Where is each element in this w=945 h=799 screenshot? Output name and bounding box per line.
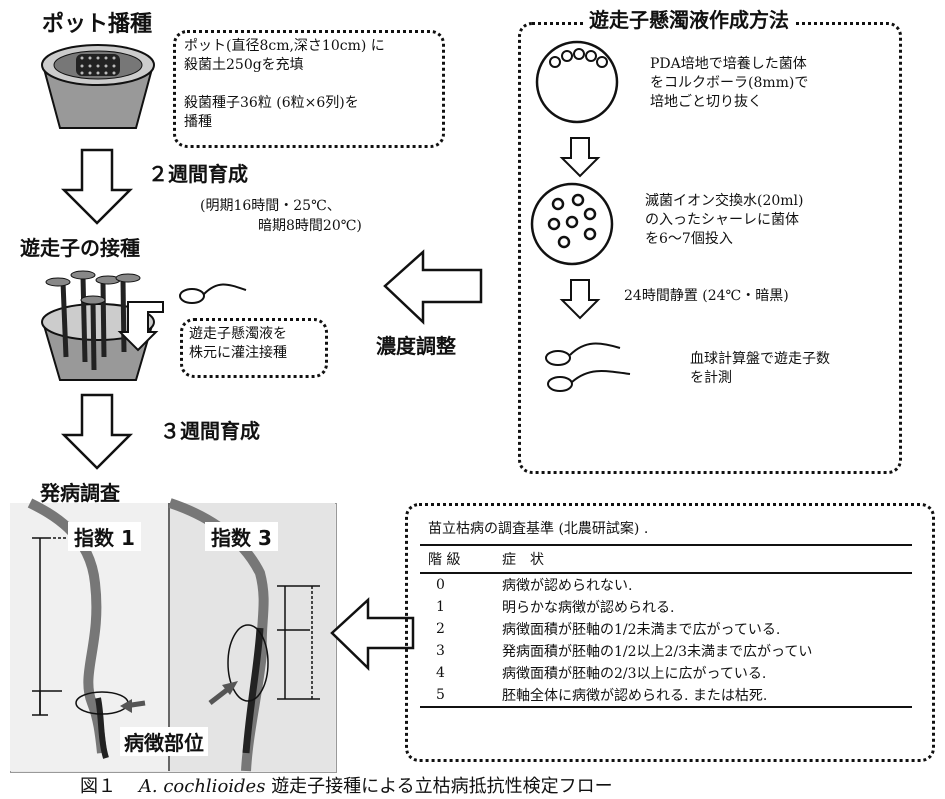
note-line: ポット(直径8cm,深さ10cm) に — [184, 38, 385, 54]
survey-title: 発病調査 — [40, 481, 120, 505]
symptom-cell: 明らかな病徴が認められる. — [502, 600, 675, 616]
down-arrow-icon — [559, 137, 601, 178]
grade-cell: 3 — [436, 643, 445, 659]
text-line: を6～7個投入 — [645, 231, 733, 247]
sowing-note-box: ポット(直径8cm,深さ10cm) に 殺菌土250gを充填 殺菌種子36粒 (… — [173, 30, 445, 148]
grow2-title: ３週間育成 — [160, 419, 260, 443]
down-arrow-icon — [60, 393, 134, 470]
index-3-label: 指数 3 — [205, 522, 278, 551]
prep-step3: 24時間静置 (24℃・暗黒) — [624, 288, 789, 304]
sowing-title: ポット播種 — [42, 12, 153, 37]
text-line: をコルクボーラ(8mm)で — [650, 75, 809, 91]
prep-step4: 血球計算盤で遊走子数を計測 — [690, 350, 830, 388]
caption-text: 遊走子接種による立枯病抵抗性検定フロー — [271, 776, 613, 797]
text-line: の入ったシャーレに菌体 — [645, 212, 799, 228]
note-line: 殺菌土250gを充填 — [184, 57, 304, 73]
symptom-cell: 発病面積が胚軸の1/2以上2/3未満まで広がってい — [502, 644, 813, 660]
petri-dish-icon — [530, 182, 614, 266]
prep-title: 遊走子懸濁液作成方法 — [585, 4, 793, 33]
grow1-condition: 暗期8時間20℃) — [258, 218, 362, 234]
left-arrow-icon — [383, 249, 483, 325]
down-arrow-icon — [60, 148, 134, 225]
table-row: 2 病徴面積が胚軸の1/2未満まで広がっている. — [420, 618, 912, 640]
inoculation-title: 遊走子の接種 — [20, 236, 140, 260]
text-line: を計測 — [690, 370, 732, 386]
grow1-condition: (明期16時間・25℃、 — [200, 198, 341, 214]
pot-with-seedlings-icon — [41, 270, 164, 381]
grade-cell: 5 — [436, 687, 445, 703]
symptom-cell: 病徴面積が胚軸の2/3以上に広がっている. — [502, 666, 767, 682]
text-line: 血球計算盤で遊走子数 — [690, 351, 830, 367]
symptom-cell: 病徴面積が胚軸の1/2未満まで広がっている. — [502, 622, 781, 638]
zoospore-icon — [179, 283, 247, 304]
grade-cell: 2 — [436, 621, 445, 637]
table-row: 4 病徴面積が胚軸の2/3以上に広がっている. — [420, 662, 912, 684]
table-row: 3 発病面積が胚軸の1/2以上2/3未満まで広がってい — [420, 640, 912, 662]
zoospores-icon — [545, 342, 631, 392]
text-line: 滅菌イオン交換水(20ml) — [645, 193, 804, 209]
header-grade: 階 級 — [428, 552, 461, 568]
note-line: 播種 — [184, 114, 212, 130]
criteria-title: 苗立枯病の調査基準 (北農研試案) . — [428, 521, 649, 537]
criteria-table: 階 級 症 状 0 病徴が認められない. 1 明らかな病徴が認められる. 2 病徴面積が胚… — [420, 544, 912, 708]
symptom-cell: 胚軸全体に病徴が認められる. または枯死. — [502, 688, 768, 704]
concentration-adjust-label: 濃度調整 — [376, 334, 456, 358]
inoculation-note-box: 遊走子懸濁液を 株元に灌注接種 — [180, 318, 328, 378]
text-line: 培地ごと切り抜く — [650, 94, 762, 110]
pda-plate-icon — [535, 40, 619, 124]
grade-cell: 0 — [436, 577, 445, 593]
caption-species: A. cochlioides — [138, 776, 266, 797]
table-row: 1 明らかな病徴が認められる. — [420, 596, 912, 618]
index-1-label: 指数 1 — [68, 522, 141, 551]
down-arrow-icon — [559, 279, 601, 320]
pot-with-seeds-icon — [41, 44, 155, 129]
figure-caption: 図１ A. cochlioides 遊走子接種による立枯病抵抗性検定フロー — [80, 772, 613, 798]
text-line: PDA培地で培養した菌体 — [650, 56, 807, 72]
note-line: 遊走子懸濁液を — [189, 326, 287, 342]
prep-step1: PDA培地で培養した菌体をコルクボーラ(8mm)で培地ごと切り抜く — [650, 55, 808, 112]
grade-cell: 4 — [436, 665, 445, 681]
note-line: 殺菌種子36粒 (6粒×6列)を — [184, 95, 359, 111]
criteria-box: 苗立枯病の調査基準 (北農研試案) . 階 級 症 状 0 病徴が認められない. 1… — [405, 503, 935, 762]
caption-prefix: 図１ — [80, 776, 116, 797]
grow1-title: ２週間育成 — [148, 162, 248, 186]
grade-cell: 1 — [436, 599, 445, 615]
note-line: 株元に灌注接種 — [189, 345, 287, 361]
left-arrow-icon — [330, 597, 415, 671]
table-row: 5 胚軸全体に病徴が認められる. または枯死. — [420, 684, 912, 707]
symptom-cell: 病徴が認められない. — [502, 578, 633, 594]
prep-step2: 滅菌イオン交換水(20ml) の入ったシャーレに菌体を6～7個投入 — [645, 192, 804, 249]
lesion-site-label: 病徴部位 — [120, 727, 208, 756]
table-row: 0 病徴が認められない. — [420, 573, 912, 596]
header-symptom: 症 状 — [502, 552, 544, 568]
